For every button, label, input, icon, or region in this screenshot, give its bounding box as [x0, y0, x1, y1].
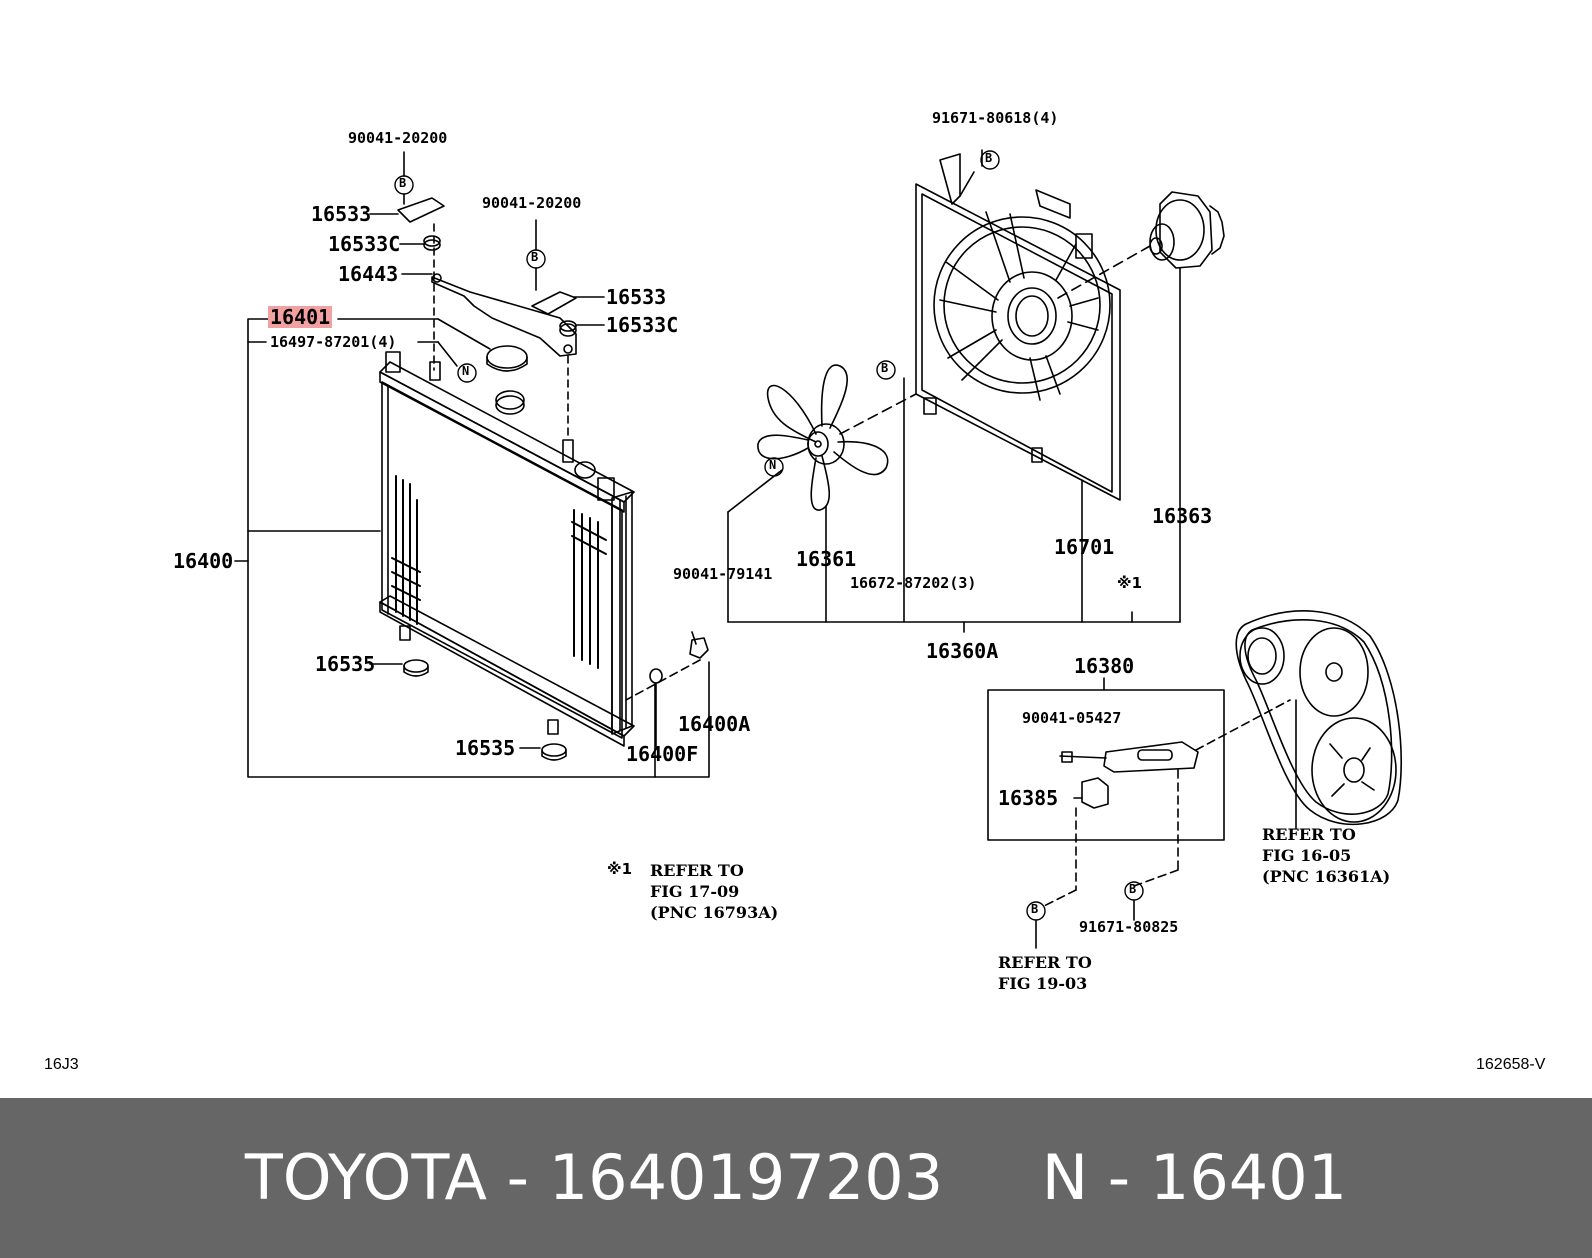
- part-label-90041-79141[interactable]: 90041-79141: [673, 565, 773, 583]
- assembly-bracket-16360a: [727, 149, 1181, 633]
- marker-b-circle: [1124, 881, 1144, 901]
- note-refer-fig-16-05: REFER TO FIG 16-05 (PNC 16361A): [1262, 825, 1391, 886]
- part-label-16360a[interactable]: 16360A: [926, 639, 999, 663]
- radiator-drawing: [379, 345, 709, 747]
- diagram-drawing: [234, 149, 1402, 949]
- part-label-91671-80618[interactable]: 91671-80618(4): [932, 109, 1059, 127]
- fan-bracket-box: [987, 677, 1291, 949]
- marker-b-circle: [980, 150, 1000, 170]
- part-label-16400f[interactable]: 16400F: [626, 742, 699, 766]
- footer-bar: TOYOTA - 1640197203 N - 16401: [0, 1098, 1592, 1258]
- marker-b-circle: [1026, 901, 1046, 921]
- part-label-16401-highlighted[interactable]: 16401: [268, 305, 333, 329]
- part-label-16672-87202[interactable]: 16672-87202(3): [850, 574, 977, 592]
- marker-b: B: [1031, 902, 1039, 916]
- belt-drive-drawing: [1235, 610, 1402, 829]
- marker-n-circle: [764, 457, 784, 477]
- marker-b: B: [399, 176, 407, 190]
- fan-shroud-drawing: [915, 153, 1121, 623]
- marker-b: B: [531, 250, 539, 264]
- part-label-16361[interactable]: 16361: [796, 547, 857, 571]
- part-label-16497-87201[interactable]: 16497-87201(4): [270, 333, 397, 351]
- marker-b-circle: [876, 360, 896, 380]
- part-label-91671-80825[interactable]: 91671-80825: [1079, 918, 1179, 936]
- lower-mount-drawing: [403, 659, 663, 761]
- marker-b: B: [881, 361, 889, 375]
- part-label-16400[interactable]: 16400: [173, 549, 234, 573]
- part-label-16533[interactable]: 16533: [606, 285, 667, 309]
- marker-b-circle: [394, 175, 414, 195]
- marker-b: B: [1129, 882, 1137, 896]
- note-symbol-1: ※1: [607, 860, 633, 878]
- marker-b: B: [985, 151, 993, 165]
- upper-bracket-drawing: [369, 151, 605, 749]
- part-label-16533c[interactable]: 16533C: [328, 232, 401, 256]
- part-label-16400a[interactable]: 16400A: [678, 712, 751, 736]
- part-label-16385[interactable]: 16385: [998, 786, 1059, 810]
- note-refer-fig-19-03: REFER TO FIG 19-03: [998, 953, 1092, 993]
- part-label-16380[interactable]: 16380: [1074, 654, 1135, 678]
- part-label-16535[interactable]: 16535: [455, 736, 516, 760]
- part-label-16533c[interactable]: 16533C: [606, 313, 679, 337]
- marker-n: N: [462, 364, 470, 378]
- figure-code-right: 162658-V: [1476, 1056, 1546, 1073]
- marker-n-circle: [457, 363, 477, 383]
- footer-part-number: TOYOTA - 1640197203 N - 16401: [244, 1141, 1348, 1214]
- part-label-16701[interactable]: 16701: [1054, 535, 1115, 559]
- cooling-fan-drawing: [727, 245, 1151, 623]
- assembly-bracket-16400: [234, 318, 710, 778]
- part-label-16533[interactable]: 16533: [311, 202, 372, 226]
- parts-diagram: B B N B B N B B 90041-20200 90041-20200 …: [44, 109, 1546, 1074]
- part-label-90041-20200[interactable]: 90041-20200: [482, 194, 582, 212]
- part-label-16363[interactable]: 16363: [1152, 504, 1213, 528]
- part-label-90041-20200[interactable]: 90041-20200: [348, 129, 448, 147]
- marker-n: N: [769, 458, 777, 472]
- marker-b-circle: [526, 249, 546, 269]
- part-label-16535[interactable]: 16535: [315, 652, 376, 676]
- part-label-90041-05427[interactable]: 90041-05427: [1022, 709, 1122, 727]
- fan-motor-drawing: [1131, 191, 1225, 623]
- figure-code-left: 16J3: [44, 1056, 79, 1073]
- part-label-16443[interactable]: 16443: [338, 262, 399, 286]
- reference-markers: [394, 150, 1144, 921]
- note-reference-1: ※1: [1117, 574, 1143, 592]
- note-refer-fig-17-09: REFER TO FIG 17-09 (PNC 16793A): [650, 861, 779, 922]
